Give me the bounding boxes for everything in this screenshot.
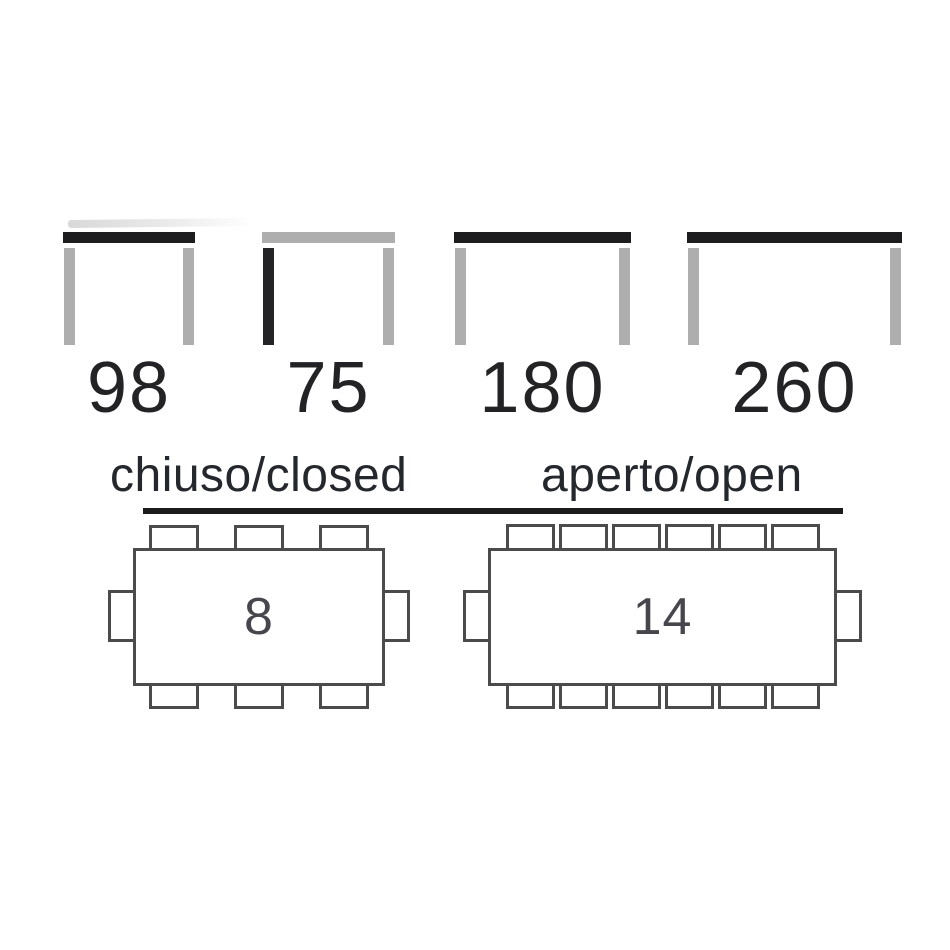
table-leg-left — [688, 248, 699, 345]
divider-line — [143, 508, 843, 514]
table-leg-right — [890, 248, 901, 345]
table-leg-left — [263, 248, 274, 345]
chair — [834, 590, 862, 642]
chair — [611, 683, 661, 709]
chair — [149, 683, 199, 709]
table-legs — [687, 248, 902, 345]
label-closed: chiuso/closed — [110, 449, 408, 502]
table-plan-open: 14 — [488, 548, 837, 686]
dimension-value: 75 — [286, 348, 371, 428]
table-legs — [63, 248, 195, 345]
table-side-view-depth: 98 — [63, 232, 195, 424]
chair — [463, 590, 491, 642]
chairs-row-bottom-open — [488, 683, 837, 709]
table-plan-closed: 8 — [133, 548, 385, 686]
chair — [234, 683, 284, 709]
seat-count-closed: 8 — [244, 588, 274, 646]
dimension-value: 180 — [479, 348, 606, 428]
dimension-value: 260 — [731, 348, 858, 428]
table-legs — [262, 248, 395, 345]
chair-right-open — [834, 590, 862, 642]
table-side-view-length-open: 260 — [687, 232, 902, 424]
tabletop-bar — [687, 232, 902, 243]
chair-left-open — [463, 590, 491, 642]
tabletop-bar — [262, 232, 395, 243]
dimension-value: 98 — [86, 348, 172, 428]
table-leg-right — [619, 248, 630, 345]
scan-shadow-artifact — [67, 218, 255, 228]
tabletop-bar — [454, 232, 631, 243]
label-open: aperto/open — [541, 449, 803, 502]
chair — [108, 590, 136, 642]
chair-right-closed — [382, 590, 410, 642]
chair-left-closed — [108, 590, 136, 642]
chair — [770, 683, 820, 709]
seat-count-open: 14 — [632, 588, 693, 646]
chair — [558, 683, 608, 709]
chair — [505, 683, 555, 709]
table-leg-left — [64, 248, 75, 345]
table-side-view-length-closed: 180 — [454, 232, 631, 424]
table-leg-left — [455, 248, 466, 345]
chair — [319, 683, 369, 709]
tabletop-bar — [63, 232, 195, 243]
chair — [664, 683, 714, 709]
table-side-view-height: 75 — [262, 232, 395, 424]
chairs-row-bottom-closed — [133, 683, 385, 709]
table-legs — [454, 248, 631, 345]
table-leg-right — [183, 248, 194, 345]
table-leg-right — [383, 248, 394, 345]
chair — [382, 590, 410, 642]
chair — [717, 683, 767, 709]
